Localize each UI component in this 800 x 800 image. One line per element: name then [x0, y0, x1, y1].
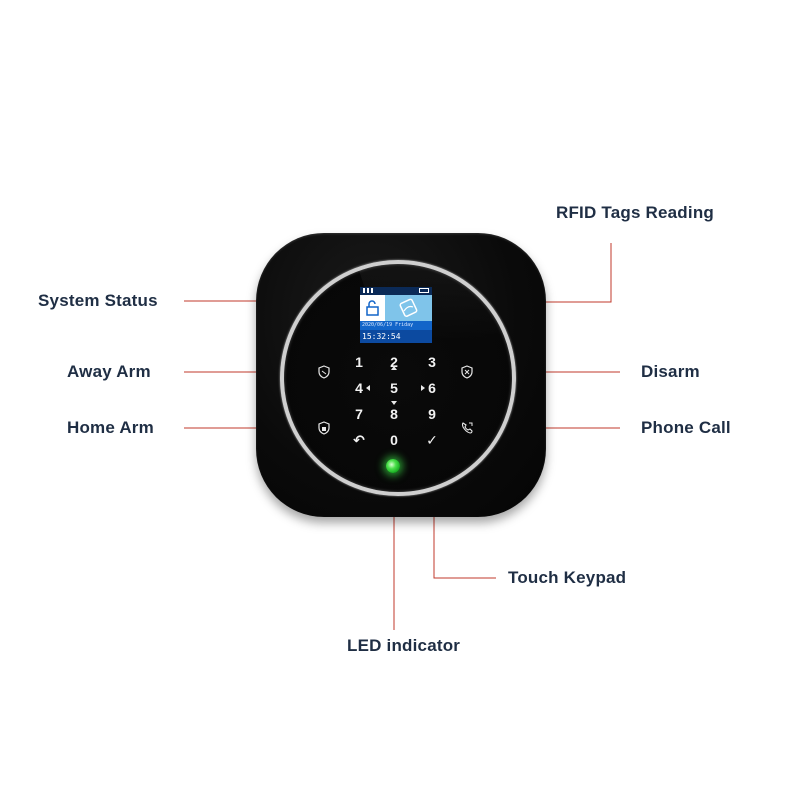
key-8[interactable]: 8	[390, 406, 398, 422]
unlock-icon	[366, 300, 379, 316]
key-0[interactable]: 0	[390, 432, 398, 448]
disarm-label: Disarm	[641, 362, 700, 381]
key-9[interactable]: 9	[428, 406, 436, 422]
home-arm-shield-icon[interactable]	[317, 421, 331, 435]
arrow-down-icon	[391, 401, 397, 405]
battery-icon	[419, 288, 429, 293]
lcd-screen: 2020/06/19 Friday 15:32:54	[360, 287, 432, 343]
screen-rfid-panel	[385, 295, 432, 321]
key-2[interactable]: 2	[390, 354, 398, 370]
key-6[interactable]: 6	[428, 380, 436, 396]
screen-status-bar	[360, 287, 432, 295]
key-3[interactable]: 3	[428, 354, 436, 370]
led-indicator-label: LED indicator	[347, 636, 461, 655]
away-arm-label: Away Arm	[67, 362, 151, 381]
key-1[interactable]: 1	[355, 354, 363, 370]
system-status-label: System Status	[38, 291, 158, 310]
signal-icon	[363, 288, 373, 293]
arrow-right-icon	[421, 385, 425, 391]
screen-time: 15:32:54	[360, 330, 432, 343]
key-back[interactable]: ↶	[353, 432, 365, 448]
arrow-left-icon	[366, 385, 370, 391]
away-arm-shield-icon[interactable]	[317, 365, 331, 379]
arrow-up-icon	[391, 366, 397, 370]
key-4[interactable]: 4	[355, 380, 363, 396]
key-7[interactable]: 7	[355, 406, 363, 422]
screen-lock-panel	[360, 295, 385, 321]
home-arm-label: Home Arm	[67, 418, 154, 437]
screen-date: 2020/06/19 Friday	[362, 322, 414, 328]
key-5[interactable]: 5	[390, 380, 398, 396]
rfid-label: RFID Tags Reading	[556, 203, 714, 222]
led-indicator	[386, 459, 400, 473]
disarm-shield-icon[interactable]	[460, 365, 474, 379]
phone-call-icon[interactable]	[460, 421, 474, 435]
rfid-card-icon	[399, 298, 418, 317]
phone-call-label: Phone Call	[641, 418, 731, 437]
touch-keypad-label: Touch Keypad	[508, 568, 627, 587]
key-confirm[interactable]: ✓	[426, 432, 438, 448]
